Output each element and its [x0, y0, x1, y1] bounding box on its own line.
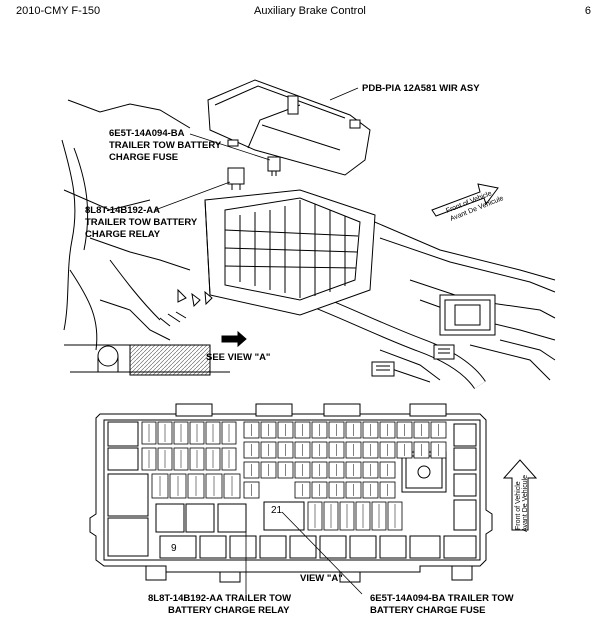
see-view-a-label: SEE VIEW "A"	[206, 352, 270, 363]
header-vehicle: 2010-CMY F-150	[16, 5, 101, 17]
front-arrow-bottom-text-2: Avant De Vehicule	[522, 475, 529, 532]
bottom-relay-callout-line-2: BATTERY CHARGE RELAY	[168, 605, 290, 616]
top-leader-lines	[154, 87, 359, 211]
bottom-leader-lines	[245, 511, 363, 595]
callout-relay-line-2: TRAILER TOW BATTERY	[85, 217, 198, 228]
callout-fuse-part-number: 6E5T-14A094-BA	[109, 128, 185, 139]
view-a-label: VIEW "A"	[300, 573, 343, 584]
fuse-cell-9-label: 9	[171, 543, 177, 554]
relay-cell-21-label: 21	[271, 505, 283, 516]
callout-relay-line-3: CHARGE RELAY	[85, 229, 161, 240]
header-title: Auxiliary Brake Control	[254, 5, 366, 17]
front-arrow-bottom-text-1: Front of Vehicle	[515, 481, 522, 530]
header-page-number: 6	[584, 5, 591, 17]
callout-fuse-line-2: TRAILER TOW BATTERY	[109, 140, 222, 151]
callout-relay-part-number: 8L8T-14B192-AA	[85, 205, 160, 216]
callout-pdb-assembly: PDB-PIA 12A581 WIR ASY	[362, 83, 480, 94]
engine-bay-illustration	[61, 79, 556, 390]
front-of-vehicle-arrow-bottom: Front of Vehicle Avant De Vehicule	[502, 459, 538, 532]
bottom-fuse-callout-line-1: 6E5T-14A094-BA TRAILER TOW	[370, 593, 514, 604]
mini-fuse-grid	[141, 421, 447, 531]
bottom-relay-callout-line-1: 8L8T-14B192-AA TRAILER TOW	[148, 593, 291, 604]
front-of-vehicle-arrow-top: Front of Vehicle Avant De Vehicule	[431, 183, 505, 223]
bottom-fuse-callout-line-2: BATTERY CHARGE FUSE	[370, 605, 485, 616]
callout-fuse-line-3: CHARGE FUSE	[109, 152, 178, 163]
